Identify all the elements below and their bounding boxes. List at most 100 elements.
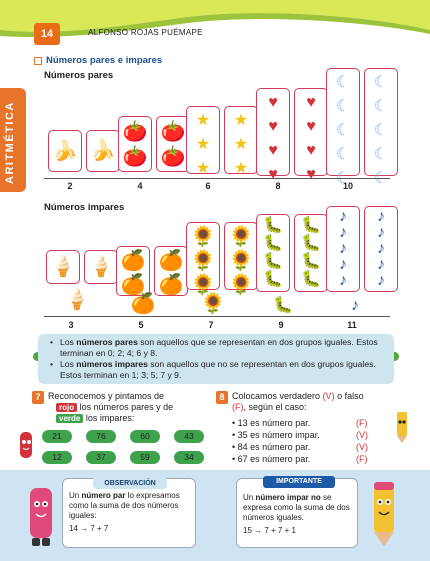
label-6: 6 bbox=[205, 181, 211, 191]
number-pill[interactable]: 34 bbox=[174, 451, 204, 464]
sunflower-icon: 🌻 bbox=[200, 293, 226, 315]
heart-icon: ♥ bbox=[306, 118, 316, 135]
star-icon: ★ bbox=[233, 160, 249, 177]
baseline-pares bbox=[44, 178, 390, 179]
heart-icon: ♥ bbox=[268, 166, 278, 183]
label-5: 5 bbox=[138, 320, 144, 330]
author-name: ALFONSO ROJAS PUÉMAPE bbox=[88, 28, 203, 37]
number-pill[interactable]: 21 bbox=[42, 430, 72, 443]
card: 🍦 bbox=[84, 250, 118, 284]
heart-icon: ♥ bbox=[268, 118, 278, 135]
card: ♪♪♪♪♪ bbox=[326, 206, 360, 292]
card: ☾☾☾☾☾ bbox=[326, 68, 360, 187]
music-note-icon: ♪ bbox=[377, 224, 385, 241]
moon-icon: ☾ bbox=[335, 74, 351, 91]
definition-note: Los números pares son aquellos que se re… bbox=[38, 334, 394, 384]
orange-icon: 🍊 bbox=[120, 250, 146, 272]
importante-box: IMPORTANTE Un número impar no se expresa… bbox=[236, 476, 358, 548]
heart-icon: ♥ bbox=[268, 94, 278, 111]
side-tab: ARITMÉTICA bbox=[0, 88, 26, 192]
exercise-7-number: 7 bbox=[32, 391, 44, 404]
card: 🌻🌻🌻 bbox=[224, 222, 258, 296]
moon-icon: ☾ bbox=[335, 98, 351, 115]
ice-cream-icon: 🍦 bbox=[50, 256, 76, 278]
number-pill[interactable]: 12 bbox=[42, 451, 72, 464]
number-pill[interactable]: 59 bbox=[130, 451, 160, 464]
music-note-icon: ♪ bbox=[339, 224, 347, 241]
group-11: ♪♪♪♪♪ ♪♪♪♪♪ bbox=[326, 206, 398, 292]
moon-icon: ☾ bbox=[335, 122, 351, 139]
card: ♥ ♥ ♥ ♥ bbox=[256, 88, 290, 183]
observacion-heading: OBSERVACIÓN bbox=[93, 478, 167, 489]
sunflower-icon: 🌻 bbox=[228, 250, 254, 272]
heart-icon: ♥ bbox=[268, 142, 278, 159]
note-pares: Los números pares son aquellos que se re… bbox=[50, 337, 386, 359]
label-4: 4 bbox=[137, 181, 143, 191]
tomato-icon: 🍅 bbox=[122, 120, 148, 143]
banana-icon: 🍌 bbox=[90, 140, 116, 162]
orange-icon: 🍊 bbox=[158, 250, 184, 272]
label-2: 2 bbox=[67, 181, 73, 191]
card: ★★★ bbox=[186, 106, 220, 177]
pencil-mascot-icon bbox=[390, 410, 414, 444]
note-bullet-left bbox=[33, 352, 42, 361]
orange-icon: 🍊 bbox=[120, 274, 146, 296]
star-icon: ★ bbox=[195, 136, 211, 153]
card: ★★★ bbox=[224, 106, 258, 177]
worm-icon: 🐛 bbox=[263, 253, 283, 270]
card: 🐛🐛🐛🐛 bbox=[256, 214, 290, 292]
music-note-icon: ♪ bbox=[339, 240, 347, 257]
exercise-8-number: 8 bbox=[216, 391, 228, 404]
worm-icon: 🐛 bbox=[301, 271, 321, 288]
star-icon: ★ bbox=[233, 112, 249, 129]
moon-icon: ☾ bbox=[373, 170, 389, 187]
baseline-impares bbox=[44, 316, 390, 317]
music-note-icon: ♪ bbox=[351, 297, 359, 314]
crayon-mascot-icon bbox=[14, 428, 38, 462]
vf-item: • 67 es número par.(F) bbox=[232, 454, 368, 464]
worm-icon: 🐛 bbox=[263, 235, 283, 252]
card: 🌻🌻🌻 bbox=[186, 222, 220, 296]
number-pill[interactable]: 60 bbox=[130, 430, 160, 443]
group-2: 🍌 🍌 bbox=[48, 130, 120, 172]
observacion-formula: 14 → 7 + 7 bbox=[69, 524, 109, 533]
moon-icon: ☾ bbox=[335, 146, 351, 163]
group-9: 🐛🐛🐛🐛 🐛🐛🐛🐛 bbox=[256, 214, 328, 292]
number-pill[interactable]: 76 bbox=[86, 430, 116, 443]
side-tab-label: ARITMÉTICA bbox=[4, 101, 16, 184]
moon-icon: ☾ bbox=[373, 146, 389, 163]
impares-title: Números impares bbox=[44, 202, 125, 213]
section-title: Números pares e impares bbox=[34, 55, 162, 66]
header-swoosh bbox=[0, 0, 430, 38]
moon-icon: ☾ bbox=[373, 122, 389, 139]
star-icon: ★ bbox=[195, 160, 211, 177]
label-8: 8 bbox=[275, 181, 281, 191]
number-pill[interactable]: 43 bbox=[174, 430, 204, 443]
checkbox-icon bbox=[34, 56, 42, 65]
worm-icon: 🐛 bbox=[301, 235, 321, 252]
group-6: ★★★ ★★★ bbox=[186, 106, 258, 177]
heart-icon: ♥ bbox=[306, 166, 316, 183]
number-pill[interactable]: 37 bbox=[86, 451, 116, 464]
tomato-icon: 🍅 bbox=[160, 145, 186, 168]
note-bullet-right bbox=[390, 352, 399, 361]
orange-icon: 🍊 bbox=[158, 274, 184, 296]
card: 🍦 bbox=[46, 250, 80, 284]
card: 🍊🍊 bbox=[154, 246, 188, 296]
vf-item: • 84 es número par.(V) bbox=[232, 442, 368, 452]
importante-formula: 15 → 7 + 7 + 1 bbox=[243, 526, 296, 535]
ice-cream-icon: 🍦 bbox=[88, 256, 114, 278]
page-header bbox=[0, 0, 430, 52]
card: 🍅🍅 bbox=[156, 116, 190, 172]
banana-icon: 🍌 bbox=[52, 140, 78, 162]
group-5: 🍊🍊 🍊🍊 bbox=[116, 246, 188, 296]
card: 🍊🍊 bbox=[116, 246, 150, 296]
card: 🐛🐛🐛🐛 bbox=[294, 214, 328, 292]
group-10: ☾☾☾☾☾ ☾☾☾☾☾ bbox=[326, 68, 398, 187]
importante-heading: IMPORTANTE bbox=[263, 476, 335, 488]
worm-icon: 🐛 bbox=[273, 297, 293, 314]
exercise-7-instructions: Reconocemos y pintamos de rojo los númer… bbox=[48, 391, 174, 423]
group-8: ♥ ♥ ♥ ♥ ♥ ♥ ♥ ♥ bbox=[256, 88, 328, 183]
sunflower-icon: 🌻 bbox=[190, 226, 216, 248]
heart-icon: ♥ bbox=[306, 94, 316, 111]
